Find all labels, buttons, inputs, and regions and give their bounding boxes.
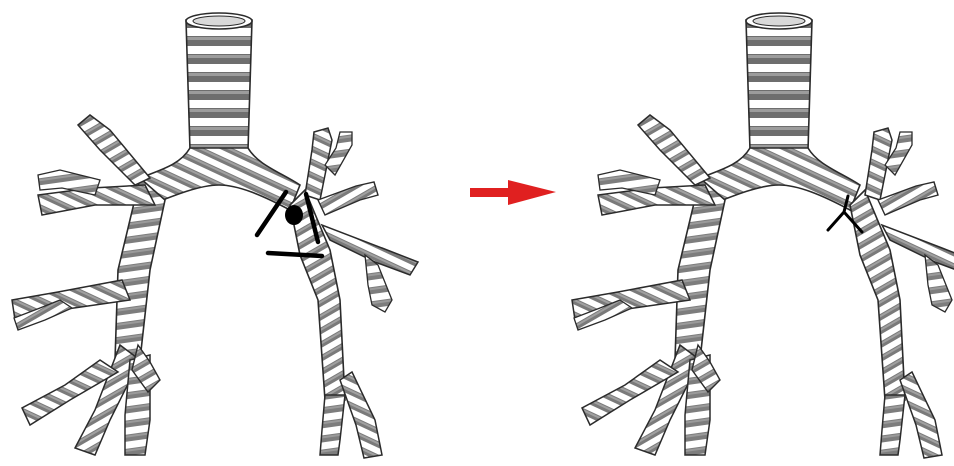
panel-after [572, 13, 954, 458]
panel-before [12, 13, 418, 458]
arrow-right-icon [470, 180, 556, 205]
